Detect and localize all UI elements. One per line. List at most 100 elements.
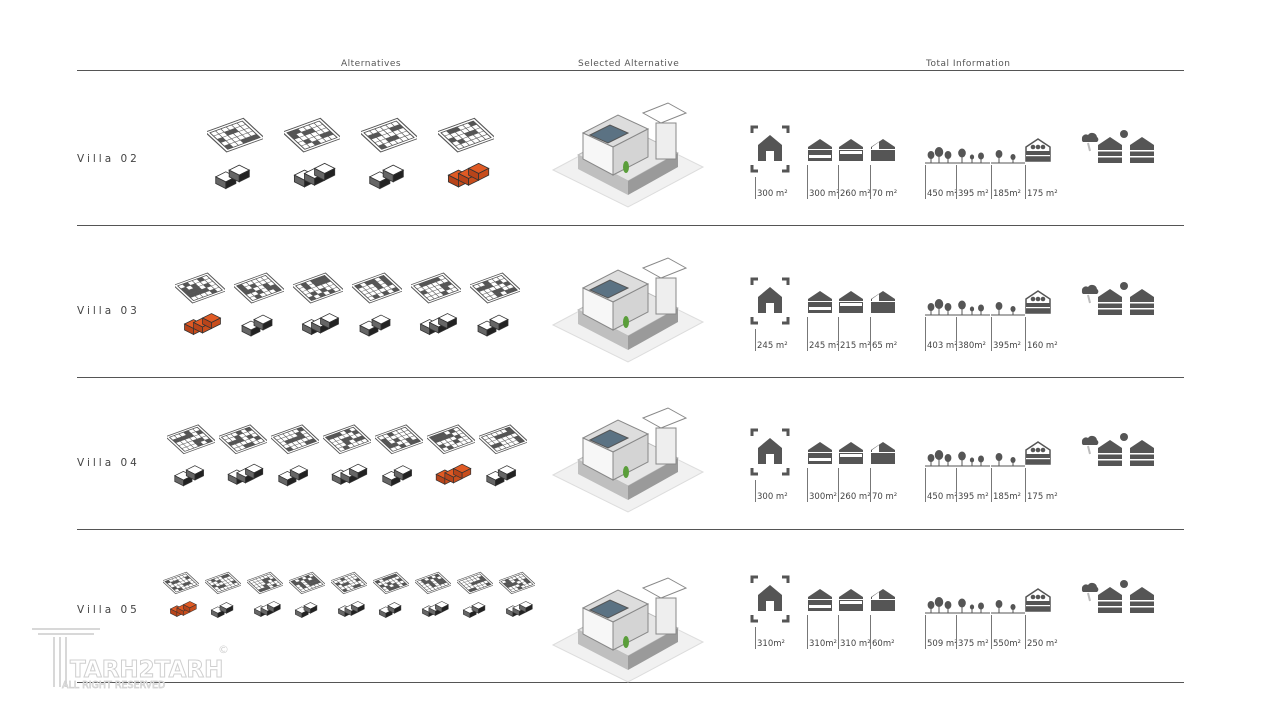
- value-leader-line: [870, 165, 871, 199]
- climate-icon: [1080, 129, 1162, 169]
- info-icon: [807, 289, 833, 319]
- header-alternatives: Alternatives: [341, 59, 402, 69]
- alternative-selected[interactable]: [160, 570, 202, 619]
- alternative-option[interactable]: [373, 422, 425, 487]
- area-value: 300 m²: [757, 189, 788, 199]
- info-icon: [838, 137, 864, 167]
- villa-label: Villa 05: [77, 604, 140, 616]
- info-icon: [925, 143, 959, 169]
- value-leader-line: [870, 317, 871, 351]
- alternative-option[interactable]: [273, 115, 350, 191]
- massing-icon: [210, 602, 234, 618]
- watermark-copyright: ©: [218, 643, 229, 656]
- site-plan-grid-icon: [271, 424, 319, 455]
- green-space-icon: [925, 299, 959, 316]
- site-plan-grid-icon: [375, 424, 423, 455]
- site-plan-grid-icon: [233, 272, 284, 304]
- alternative-selected[interactable]: [427, 115, 504, 191]
- area-value: 395m²: [993, 341, 1021, 351]
- roof-garden-icon: [1025, 290, 1051, 314]
- alternative-option[interactable]: [286, 570, 328, 619]
- info-icon: [991, 143, 1025, 169]
- area-value: 60m²: [872, 639, 895, 649]
- green-space-icon: [956, 148, 990, 164]
- value-leader-line: [991, 165, 992, 199]
- green-space-icon: [925, 147, 959, 164]
- divider-1: [77, 225, 1184, 226]
- info-icon: [1025, 587, 1051, 617]
- first-floor-icon: [839, 589, 863, 611]
- alternative-option[interactable]: [269, 422, 321, 487]
- alternative-option[interactable]: [165, 422, 217, 487]
- info-icon: [750, 428, 790, 480]
- info-icon: [925, 295, 959, 321]
- alternative-option[interactable]: [454, 570, 496, 619]
- alternative-selected[interactable]: [425, 422, 477, 487]
- alternative-option[interactable]: [217, 422, 269, 487]
- alternatives-group: [170, 270, 524, 338]
- info-icon: [991, 295, 1025, 321]
- area-value: 160 m²: [1027, 341, 1058, 351]
- selected-massing-icon: [183, 313, 222, 336]
- alternative-option[interactable]: [406, 270, 465, 338]
- area-value: 70 m²: [872, 492, 898, 502]
- green-space-icon: [956, 598, 990, 614]
- info-icon: [1025, 137, 1051, 167]
- alternative-option[interactable]: [496, 570, 538, 619]
- alternative-option[interactable]: [196, 115, 273, 191]
- info-icon: [838, 587, 864, 617]
- selected-alternative-render: [551, 407, 705, 513]
- site-plan-grid-icon: [437, 117, 494, 153]
- massing-icon: [278, 464, 309, 486]
- site-plan-grid-icon: [410, 272, 461, 304]
- alternative-option[interactable]: [244, 570, 286, 619]
- area-value: 310m²: [757, 639, 785, 649]
- massing-icon: [486, 464, 517, 486]
- green-space-icon: [991, 453, 1025, 467]
- area-value: 185m²: [993, 189, 1021, 199]
- value-leader-line: [838, 468, 839, 502]
- value-leader-line: [838, 615, 839, 649]
- value-leader-line: [838, 165, 839, 199]
- green-space-icon: [956, 451, 990, 467]
- value-leader-line: [870, 615, 871, 649]
- info-icon: [991, 593, 1025, 619]
- area-value: 300m²: [809, 492, 837, 502]
- green-space-icon: [991, 150, 1025, 164]
- alternative-option[interactable]: [412, 570, 454, 619]
- alternative-option[interactable]: [321, 422, 373, 487]
- alternative-option[interactable]: [370, 570, 412, 619]
- alternatives-group: [165, 422, 529, 487]
- info-icon: [956, 143, 990, 169]
- area-value: 70 m²: [872, 189, 898, 199]
- site-area-icon: [750, 277, 790, 325]
- massing-icon: [294, 602, 318, 618]
- divider-3: [77, 529, 1184, 530]
- massing-icon: [382, 464, 413, 486]
- area-value: 245 m²: [809, 341, 840, 351]
- site-plan-grid-icon: [360, 117, 417, 153]
- first-floor-icon: [839, 291, 863, 313]
- selected-alternative: [548, 400, 708, 515]
- area-value: 380m²: [958, 341, 986, 351]
- alternative-option[interactable]: [350, 115, 427, 191]
- alternative-option[interactable]: [347, 270, 406, 338]
- alternative-option[interactable]: [288, 270, 347, 338]
- alternative-option[interactable]: [229, 270, 288, 338]
- info-icon: [991, 446, 1025, 472]
- ground-floor-icon: [808, 139, 832, 161]
- alternative-option[interactable]: [465, 270, 524, 338]
- alternative-option[interactable]: [328, 570, 370, 619]
- roof-area-icon: [871, 139, 895, 161]
- alternative-option[interactable]: [477, 422, 529, 487]
- site-plan-grid-icon: [469, 272, 520, 304]
- site-plan-grid-icon: [499, 571, 535, 595]
- info-icon: [870, 289, 896, 319]
- green-space-icon: [925, 450, 959, 467]
- alternative-option[interactable]: [202, 570, 244, 619]
- alternative-selected[interactable]: [170, 270, 229, 338]
- info-icon: [750, 575, 790, 627]
- value-leader-line: [991, 615, 992, 649]
- area-value: 300 m²: [757, 492, 788, 502]
